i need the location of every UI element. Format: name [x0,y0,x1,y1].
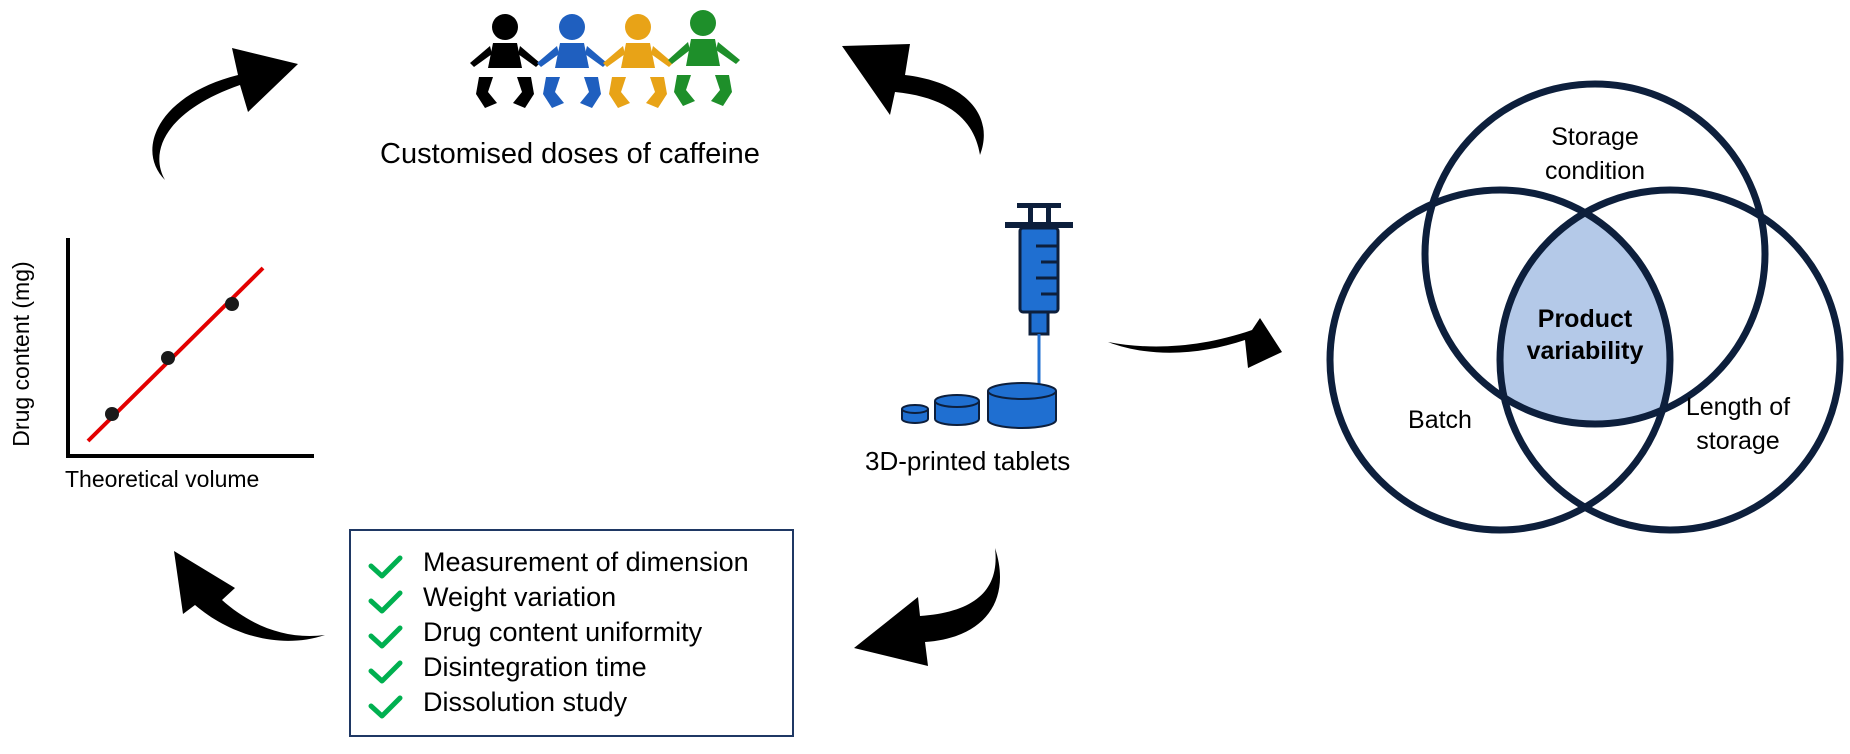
curved-arrow-icon [842,44,984,155]
tablet-icon [934,394,980,426]
check-icon [368,660,403,684]
graph-ylabel: Drug content (mg) [8,261,34,447]
data-point [105,407,119,421]
tablet-icon [901,404,929,424]
venn-circle-storage-condition [1421,80,1769,428]
curved-arrow-icon [152,48,298,180]
venn-diagram [1326,80,1844,534]
list-item: Weight variation [371,580,616,614]
check-icon [368,590,403,614]
venn-circle-length-of-storage [1496,186,1844,534]
qc-test-label: Disintegration time [423,651,647,682]
tablet-icon [987,382,1057,429]
venn-label-product-variability: Product variability [1526,305,1644,365]
qc-test-label: Weight variation [423,581,617,612]
list-item: Measurement of dimension [371,545,749,579]
venn-circle-batch [1326,186,1674,534]
curved-arrow-icon [854,548,1001,666]
calibration-graph [66,238,314,458]
venn-label-length-of-storage: Length of storage [1685,393,1791,455]
list-item: Disintegration time [371,650,647,684]
graph-xlabel: Theoretical volume [65,466,260,492]
list-item: Dissolution study [371,685,627,719]
check-icon [368,555,403,579]
data-point [225,297,239,311]
check-icon [368,625,403,649]
syringe-icon [1005,203,1073,388]
venn-label-storage-condition: Storage condition [1544,123,1646,185]
qc-tests-panel: Measurement of dimension Weight variatio… [349,529,794,737]
diagram-title: Customised doses of caffeine [380,138,760,170]
qc-test-label: Dissolution study [423,686,628,717]
children-icon [470,10,740,108]
qc-test-label: Measurement of dimension [423,546,749,577]
data-point [161,351,175,365]
check-icon [368,695,403,719]
curved-arrow-icon [174,551,325,641]
qc-test-label: Drug content uniformity [423,616,703,647]
tablets-label: 3D-printed tablets [865,446,1071,476]
list-item: Drug content uniformity [371,615,702,649]
curved-arrow-icon [1108,318,1282,368]
venn-label-batch: Batch [1408,406,1472,434]
venn-center-region [1500,190,1670,424]
